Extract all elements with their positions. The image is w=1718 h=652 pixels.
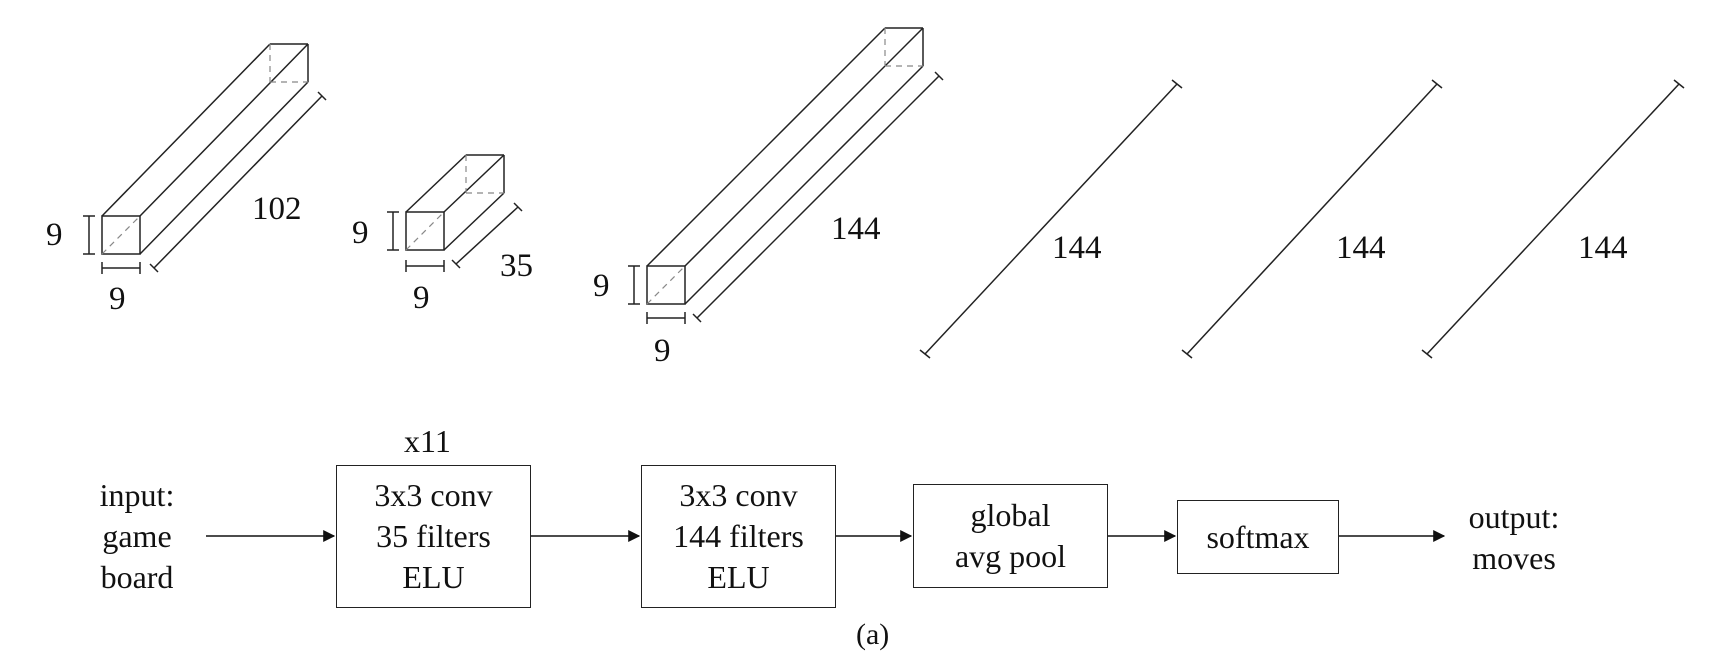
tensor-102-width-bracket <box>101 262 141 274</box>
tensor-144-depth-label: 144 <box>831 211 881 247</box>
softmax-block: softmax <box>1177 500 1339 574</box>
global-avg-pool-block: global avg pool <box>913 484 1108 588</box>
tensor-35-height-bracket <box>387 211 399 251</box>
output-line-1: output: <box>1468 499 1560 535</box>
input-line-2: game <box>102 518 172 554</box>
tensor-35-width-label: 9 <box>413 280 430 316</box>
tensor-35-width-bracket <box>405 260 445 272</box>
conv-35-line-1: 3x3 conv <box>374 477 493 513</box>
conv-144-line-2: 144 filters <box>673 518 804 554</box>
tensor-102-height-label: 9 <box>46 217 63 253</box>
tensor-102-depth-bracket <box>149 91 327 273</box>
conv-144-line-1: 3x3 conv <box>679 477 798 513</box>
input-line-1: input: <box>99 477 175 513</box>
vector-144-label-3: 144 <box>1578 230 1628 266</box>
tensor-35-height-label: 9 <box>352 215 369 251</box>
tensor-35-prism <box>405 154 505 251</box>
vector-144-bracket-3 <box>1421 79 1685 359</box>
tensor-35-depth-label: 35 <box>500 248 533 284</box>
conv-144-block: 3x3 conv 144 filters ELU <box>641 465 836 608</box>
tensor-102-width-label: 9 <box>109 281 126 317</box>
vector-144-bracket-1 <box>919 79 1183 359</box>
tensor-102-depth-label: 102 <box>252 191 302 227</box>
architecture-diagram <box>83 27 1685 542</box>
vector-144-label-2: 144 <box>1336 230 1386 266</box>
output-line-2: moves <box>1472 540 1556 576</box>
output-label: output: moves <box>1456 497 1572 579</box>
input-line-3: board <box>100 559 174 595</box>
tensor-102-height-bracket <box>83 215 95 255</box>
tensor-144-height-label: 9 <box>593 268 610 304</box>
conv-35-line-3: ELU <box>402 559 465 595</box>
repeat-label: x11 <box>404 423 451 459</box>
conv-35-line-2: 35 filters <box>376 518 491 554</box>
vector-144-label-1: 144 <box>1052 230 1102 266</box>
tensor-144-prism <box>646 27 924 305</box>
pool-line-2: avg pool <box>954 538 1067 574</box>
tensor-35-depth-bracket <box>451 202 523 269</box>
softmax-line-1: softmax <box>1206 518 1310 555</box>
figure-caption: (a) <box>856 618 890 651</box>
conv-144-line-3: ELU <box>707 559 770 595</box>
pool-line-1: global <box>970 497 1051 533</box>
tensor-144-width-bracket <box>646 312 686 324</box>
tensor-102-prism <box>101 43 309 255</box>
conv-35-block: 3x3 conv 35 filters ELU <box>336 465 531 608</box>
tensor-144-width-label: 9 <box>654 333 671 369</box>
vector-144-bracket-2 <box>1181 79 1443 359</box>
tensor-144-depth-bracket <box>692 71 944 323</box>
tensor-144-height-bracket <box>628 265 640 305</box>
input-label: input: game board <box>86 475 188 598</box>
